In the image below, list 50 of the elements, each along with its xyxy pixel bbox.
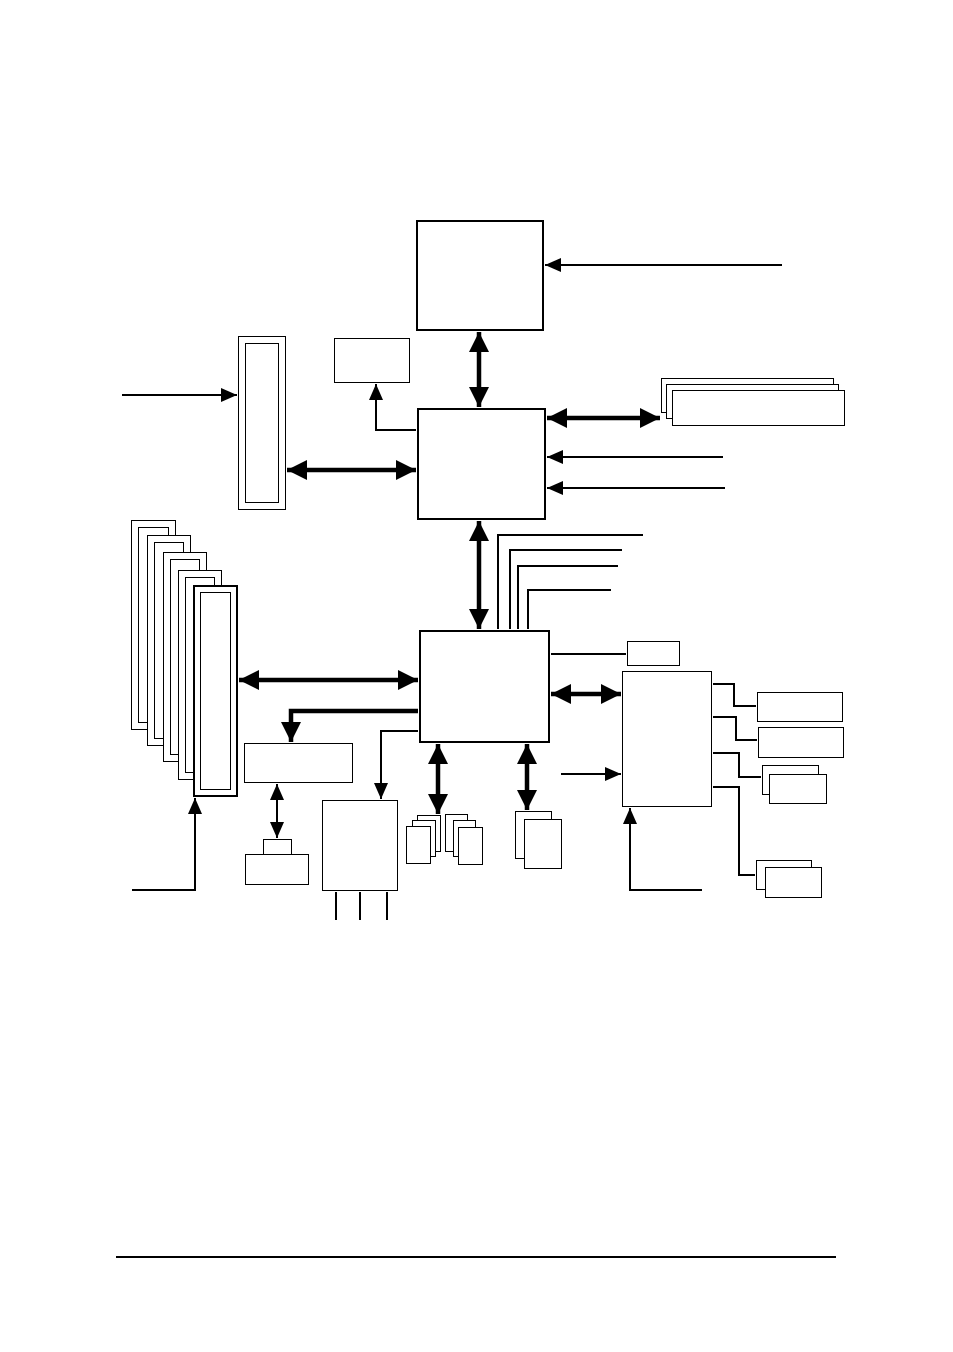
connector-line (359, 891, 361, 921)
connector-line (527, 589, 612, 630)
chip-box (622, 671, 712, 807)
connector-line (712, 716, 758, 741)
port-stack-drawing (406, 815, 441, 864)
port-stack-drawing (445, 814, 483, 865)
connector-line (386, 891, 388, 921)
component-box (334, 338, 410, 383)
port-stack-drawing (756, 860, 822, 898)
connector-drawing (245, 839, 309, 885)
chip-box (419, 630, 550, 743)
arrow (428, 744, 448, 814)
slot-drawing (238, 336, 286, 510)
chip-box (322, 800, 398, 891)
arrow (369, 383, 417, 431)
arrow (560, 767, 622, 781)
component-box (244, 743, 353, 783)
arrow (239, 670, 418, 690)
port-stack-drawing (762, 765, 827, 804)
chip-box (416, 220, 544, 331)
arrow (374, 730, 419, 800)
connector-line (497, 534, 644, 630)
connector-line (335, 891, 337, 921)
arrow (270, 783, 284, 839)
component-box (627, 641, 680, 666)
arrow (469, 521, 489, 629)
module-stack-drawing (661, 378, 845, 426)
connector-line (712, 752, 762, 778)
port-box (758, 727, 844, 758)
port-box (757, 692, 843, 722)
arrow (546, 450, 724, 464)
connector-line (550, 653, 627, 655)
arrow (121, 388, 238, 402)
connector-line (712, 786, 756, 876)
arrow (623, 807, 703, 891)
slot-stack-drawing (131, 520, 238, 797)
chip-box (417, 408, 546, 520)
connector-line (517, 565, 619, 630)
arrow (546, 481, 726, 495)
arrow (287, 460, 416, 480)
arrow (517, 744, 537, 810)
arrow (281, 708, 418, 742)
arrow (469, 332, 489, 407)
arrow (547, 408, 660, 428)
connector-line (712, 683, 757, 707)
connector-line (509, 549, 623, 630)
arrow (131, 797, 202, 891)
arrow (544, 258, 783, 272)
arrow (551, 684, 621, 704)
port-stack-drawing (515, 811, 562, 869)
